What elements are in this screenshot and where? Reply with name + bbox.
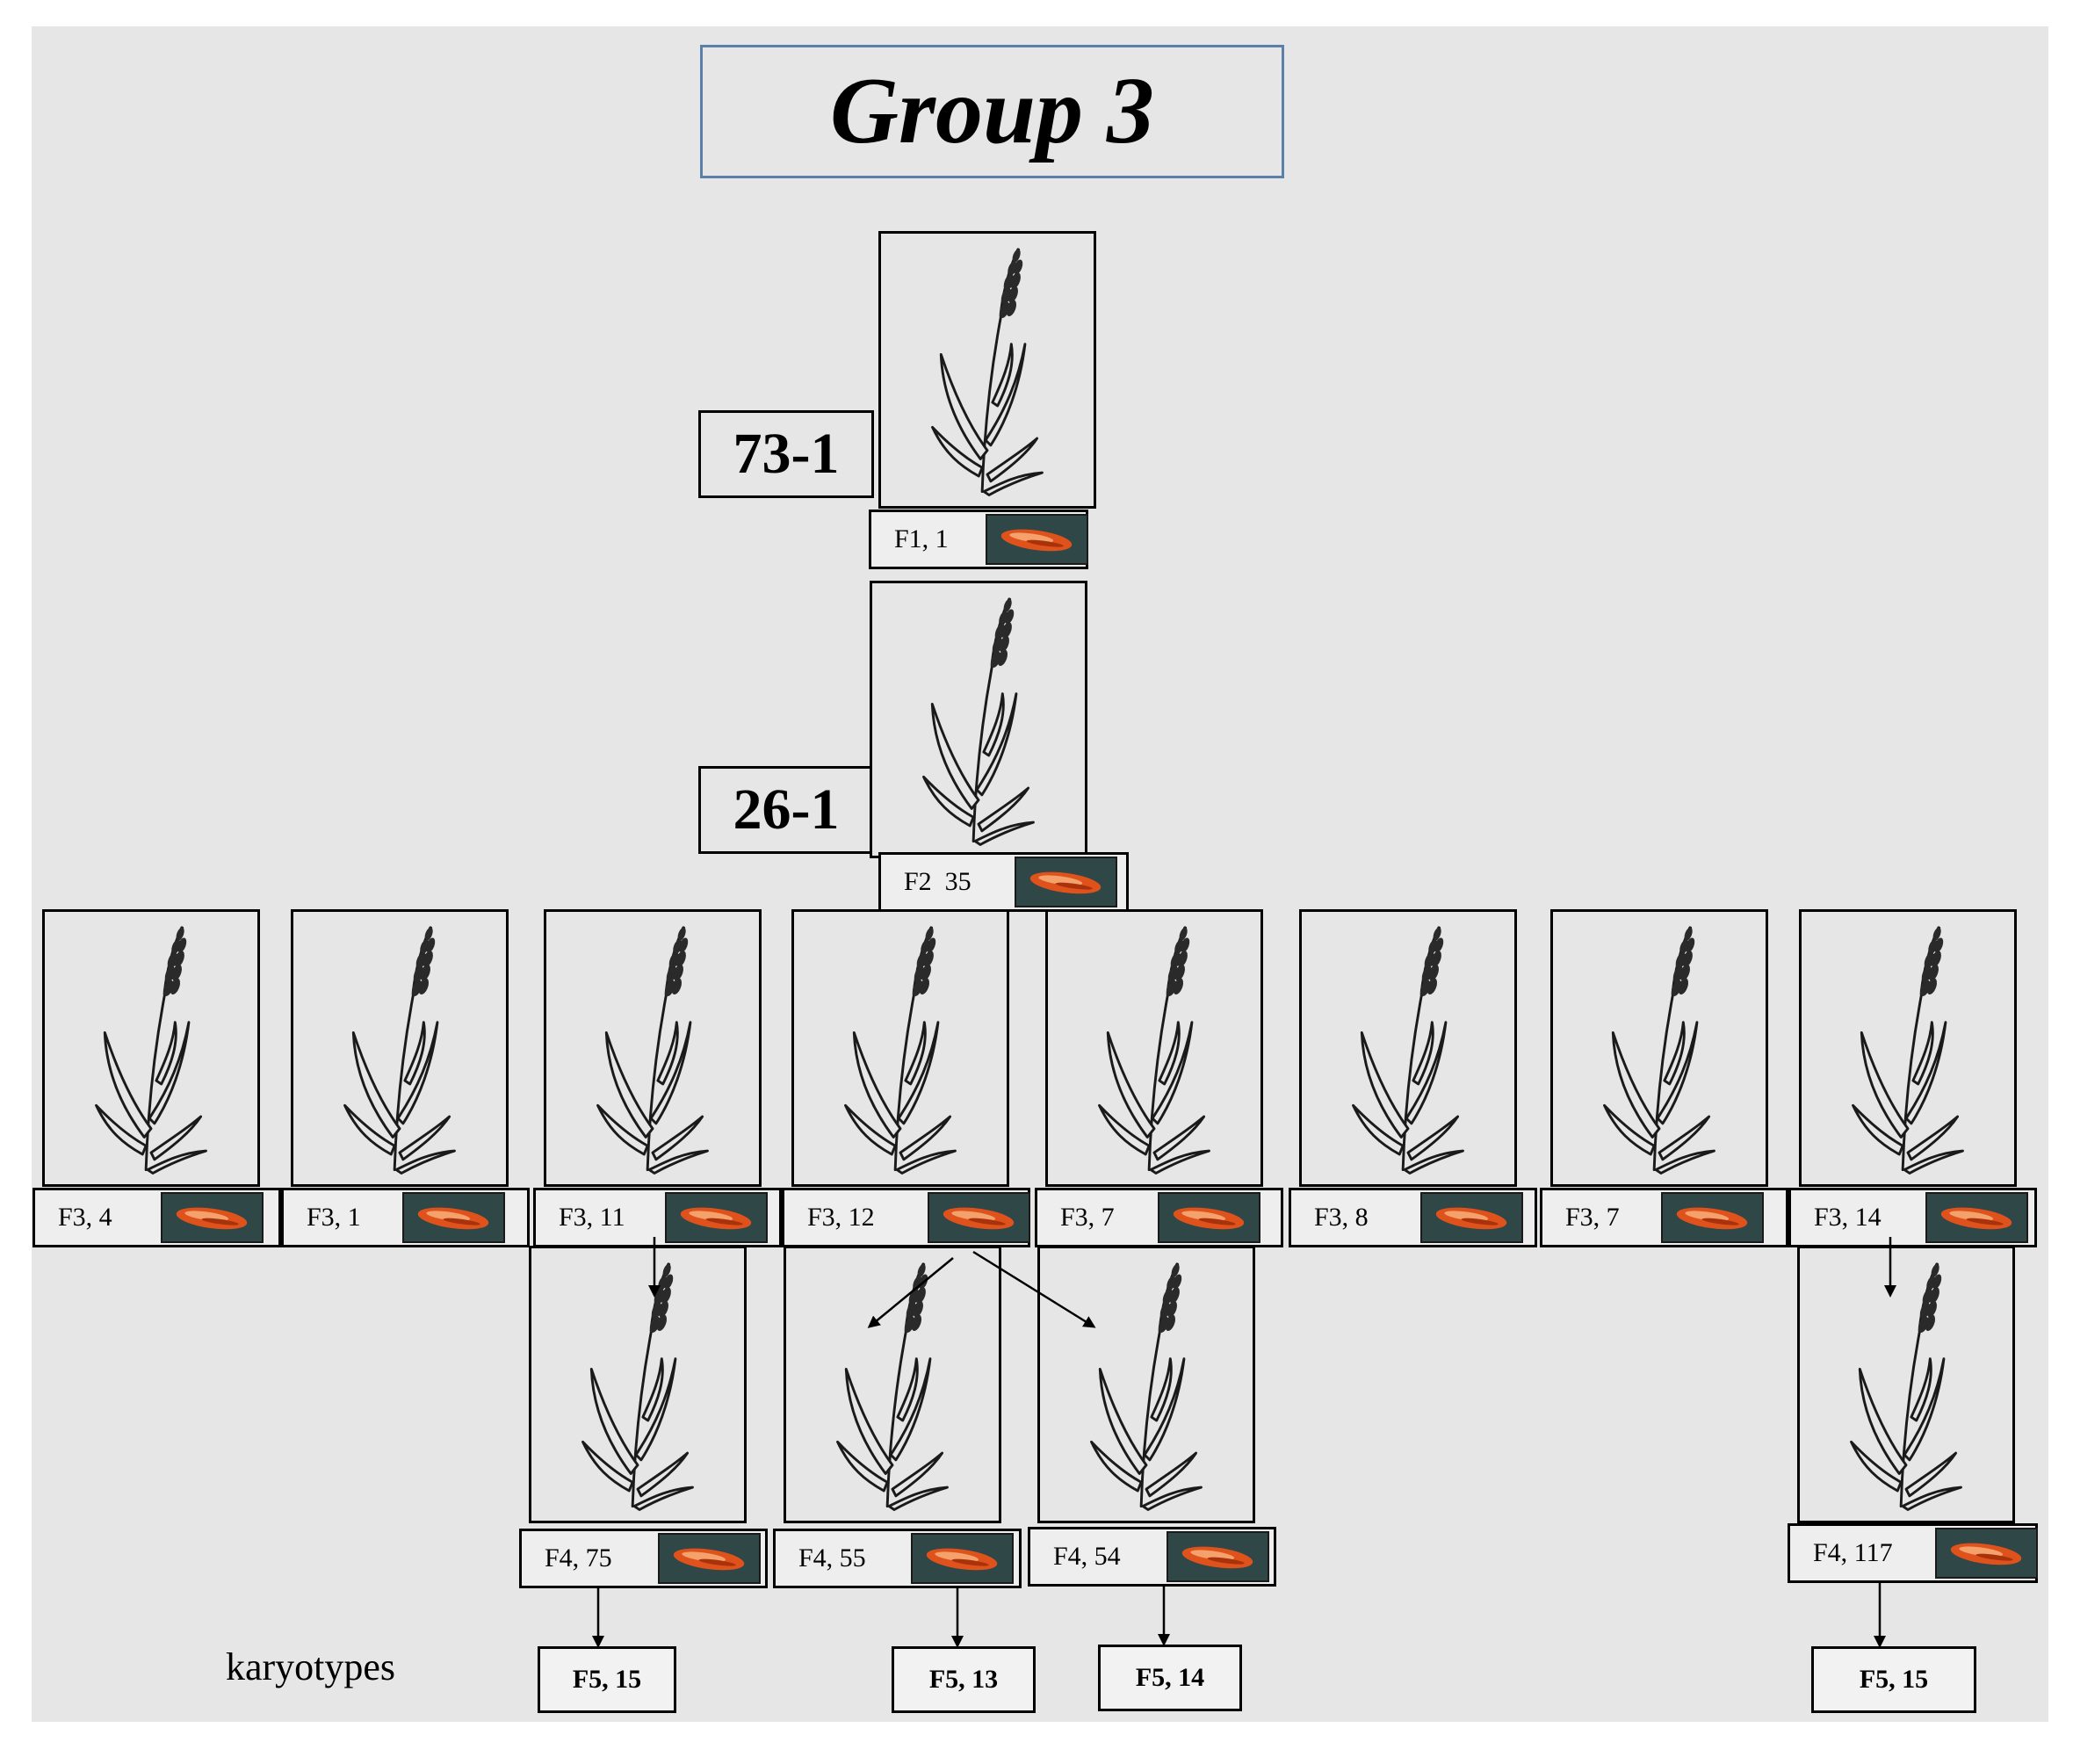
f4-label: F4, 117 (1788, 1523, 2038, 1583)
f3-plant-box (1045, 909, 1263, 1187)
wheat-plant-icon (1802, 912, 2014, 1184)
seed-icon (658, 1533, 761, 1584)
f4-label-text: F4, 75 (545, 1544, 612, 1572)
parent-label-73-1: 73-1 (698, 410, 874, 498)
wheat-plant-icon (881, 234, 1094, 506)
f3-label: F3, 12 (782, 1188, 1030, 1247)
wheat-plant-icon (794, 912, 1007, 1184)
f3-label-text: F3, 12 (807, 1203, 875, 1232)
f3-plant-box (791, 909, 1009, 1187)
f4-plant-box (1797, 1246, 2015, 1523)
wheat-plant-icon (531, 1248, 744, 1521)
f3-plant-box (1550, 909, 1768, 1187)
f3-label: F3, 7 (1540, 1188, 1788, 1247)
wheat-plant-icon (546, 912, 759, 1184)
f2-label: F2 35 (878, 852, 1129, 912)
f2-plant-box (870, 581, 1087, 858)
seed-icon (928, 1192, 1030, 1243)
f5-box: F5, 13 (892, 1646, 1036, 1713)
seed-icon (402, 1192, 505, 1243)
f3-label: F3, 14 (1788, 1188, 2037, 1247)
f4-plant-box (784, 1246, 1001, 1523)
f4-label: F4, 55 (773, 1529, 1022, 1588)
seed-icon (1661, 1192, 1764, 1243)
f3-plant-box (1299, 909, 1517, 1187)
wheat-plant-icon (1040, 1248, 1253, 1521)
f3-label-text: F3, 14 (1814, 1203, 1882, 1232)
f3-label: F3, 4 (33, 1188, 281, 1247)
wheat-plant-icon (1800, 1248, 2012, 1521)
f3-plant-box (544, 909, 762, 1187)
f3-label-text: F3, 7 (1060, 1203, 1115, 1232)
f3-label-text: F3, 4 (58, 1203, 112, 1232)
f5-box: F5, 14 (1098, 1645, 1242, 1711)
f4-label-text: F4, 117 (1813, 1538, 1893, 1567)
f3-plant-box (291, 909, 509, 1187)
f3-label: F3, 11 (533, 1188, 782, 1247)
f1-label-text: F1, 1 (894, 524, 949, 553)
seed-icon (1158, 1192, 1260, 1243)
f4-plant-box (529, 1246, 747, 1523)
wheat-plant-icon (45, 912, 257, 1184)
seed-icon (1167, 1531, 1269, 1582)
f3-label-text: F3, 8 (1314, 1203, 1369, 1232)
f3-label-text: F3, 11 (559, 1203, 625, 1232)
seed-icon (1420, 1192, 1523, 1243)
parent-label-26-1: 26-1 (698, 766, 874, 854)
f4-plant-box (1037, 1246, 1255, 1523)
seed-icon (986, 514, 1088, 565)
diagram-title: Group 3 (700, 45, 1284, 178)
f5-box: F5, 15 (538, 1646, 676, 1713)
f3-label: F3, 8 (1289, 1188, 1537, 1247)
f3-label: F3, 7 (1035, 1188, 1283, 1247)
wheat-plant-icon (293, 912, 506, 1184)
f3-label: F3, 1 (281, 1188, 530, 1247)
wheat-plant-icon (786, 1248, 999, 1521)
f4-label-text: F4, 55 (798, 1544, 866, 1572)
f3-label-text: F3, 1 (307, 1203, 361, 1232)
f4-label-text: F4, 54 (1053, 1542, 1121, 1571)
karyotypes-label: karyotypes (226, 1645, 396, 1688)
wheat-plant-icon (1302, 912, 1514, 1184)
seed-icon (1015, 857, 1117, 907)
wheat-plant-icon (1553, 912, 1766, 1184)
seed-icon (665, 1192, 768, 1243)
seed-icon (161, 1192, 264, 1243)
f3-plant-box (1799, 909, 2017, 1187)
seed-icon (1935, 1528, 2038, 1579)
f1-label: F1, 1 (869, 510, 1088, 569)
seed-icon (1925, 1192, 2028, 1243)
f1-plant-box (878, 231, 1096, 509)
wheat-plant-icon (872, 583, 1085, 856)
f4-label: F4, 75 (519, 1529, 768, 1588)
f2-label-text: F2 35 (904, 867, 971, 896)
f4-label: F4, 54 (1028, 1527, 1276, 1587)
f5-box: F5, 15 (1811, 1646, 1976, 1713)
f3-label-text: F3, 7 (1565, 1203, 1620, 1232)
f3-plant-box (42, 909, 260, 1187)
seed-icon (911, 1533, 1014, 1584)
wheat-plant-icon (1048, 912, 1260, 1184)
